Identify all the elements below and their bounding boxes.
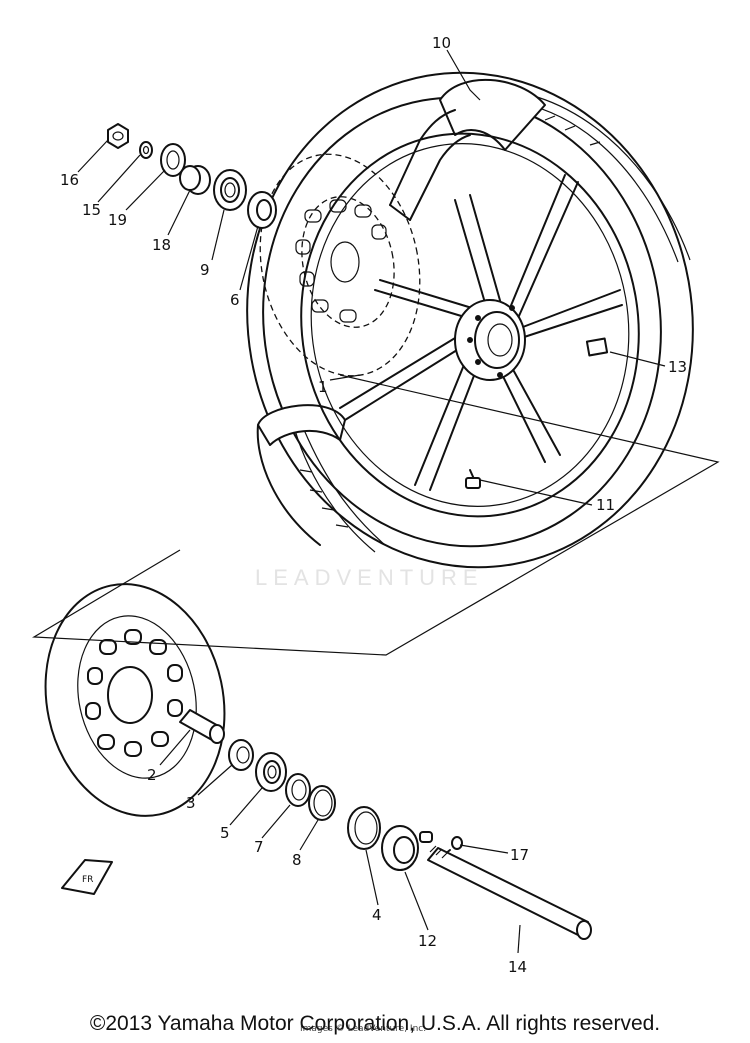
exploded-wheel-diagram: LEADVENTURE	[31, 34, 720, 976]
callout-18: 18	[152, 236, 171, 254]
wheel-assembly-upper	[107, 71, 694, 569]
gear-housing-seal-4	[347, 806, 381, 850]
oil-seal-7	[285, 773, 311, 807]
tire-cutaway-bottom	[256, 404, 346, 546]
callout-4: 4	[372, 906, 382, 924]
callout-13: 13	[668, 358, 687, 376]
washer-15	[139, 141, 153, 159]
rim-label-plate	[585, 337, 609, 357]
image-credit: Images © LeadVenture, Inc.	[300, 1024, 427, 1034]
callout-12: 12	[418, 932, 437, 950]
front-direction-icon: FR	[61, 859, 113, 895]
callout-1: 1	[318, 378, 328, 396]
callout-11: 11	[596, 496, 615, 514]
meter-gear-12	[381, 825, 433, 871]
watermark: LEADVENTURE	[255, 565, 484, 590]
callout-17: 17	[510, 846, 529, 864]
callout-3: 3	[186, 794, 196, 812]
bearing-9	[213, 169, 247, 211]
callout-5: 5	[220, 824, 230, 842]
callout-16: 16	[60, 171, 79, 189]
tire-cutaway-top	[389, 79, 546, 221]
rim	[300, 132, 640, 518]
oil-seal-6	[247, 191, 277, 229]
retainer-19	[160, 143, 186, 177]
callout-19: 19	[108, 211, 127, 229]
upper-brake-disc-outline	[259, 153, 421, 377]
callout-9: 9	[200, 261, 210, 279]
svg-text:FR: FR	[82, 875, 93, 885]
nut-16	[107, 123, 129, 149]
spacer-2	[179, 709, 225, 744]
copyright-notice: ©2013 Yamaha Motor Corporation, U.S.A. A…	[89, 1012, 661, 1035]
leader-lines	[77, 49, 666, 954]
spacer-18	[179, 165, 211, 195]
callout-labels: 10 16 15 19 18 9 6 1 13 11 2 3 5 7 8 4 1…	[60, 34, 687, 976]
bearing-5	[255, 752, 287, 792]
bolt-17	[439, 836, 463, 859]
callout-8: 8	[292, 851, 302, 869]
assembly-plane-upper	[31, 374, 720, 656]
cast-spokes	[339, 174, 623, 491]
callout-15: 15	[82, 201, 101, 219]
front-axle-14	[427, 845, 592, 940]
circlip-8	[308, 785, 336, 821]
valve-stem	[465, 469, 481, 489]
callout-14: 14	[508, 958, 527, 976]
brake-disc	[44, 583, 226, 817]
wheel-assembly-lower: FR	[44, 583, 592, 940]
callout-7: 7	[254, 838, 264, 856]
callout-10: 10	[432, 34, 451, 52]
bearing-3	[228, 739, 254, 771]
callout-6: 6	[230, 291, 240, 309]
callout-2: 2	[147, 766, 157, 784]
wheel-hub	[454, 299, 526, 381]
